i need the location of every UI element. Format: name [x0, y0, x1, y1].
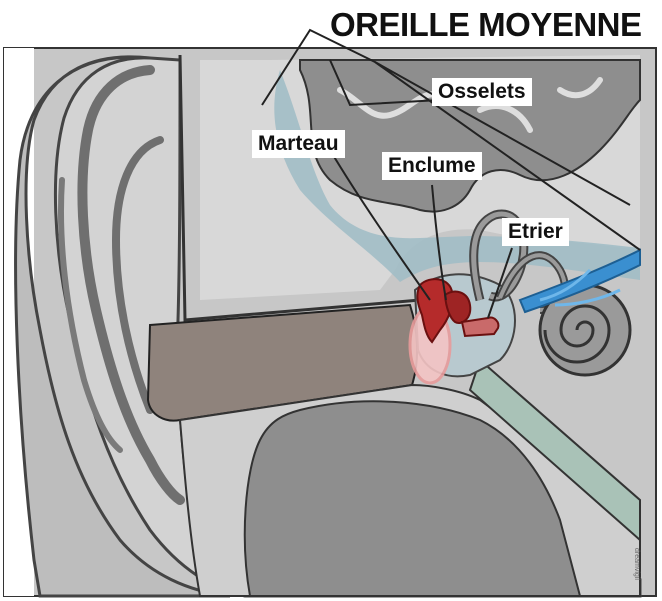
- label-enclume: Enclume: [382, 152, 482, 180]
- label-marteau: Marteau: [252, 130, 345, 158]
- diagram-title: OREILLE MOYENNE: [330, 6, 642, 44]
- stapes-bone: [462, 318, 498, 336]
- label-etrier: Etrier: [502, 218, 569, 246]
- artist-credit: dreamvigil: [633, 548, 640, 580]
- label-osselets: Osselets: [432, 78, 532, 106]
